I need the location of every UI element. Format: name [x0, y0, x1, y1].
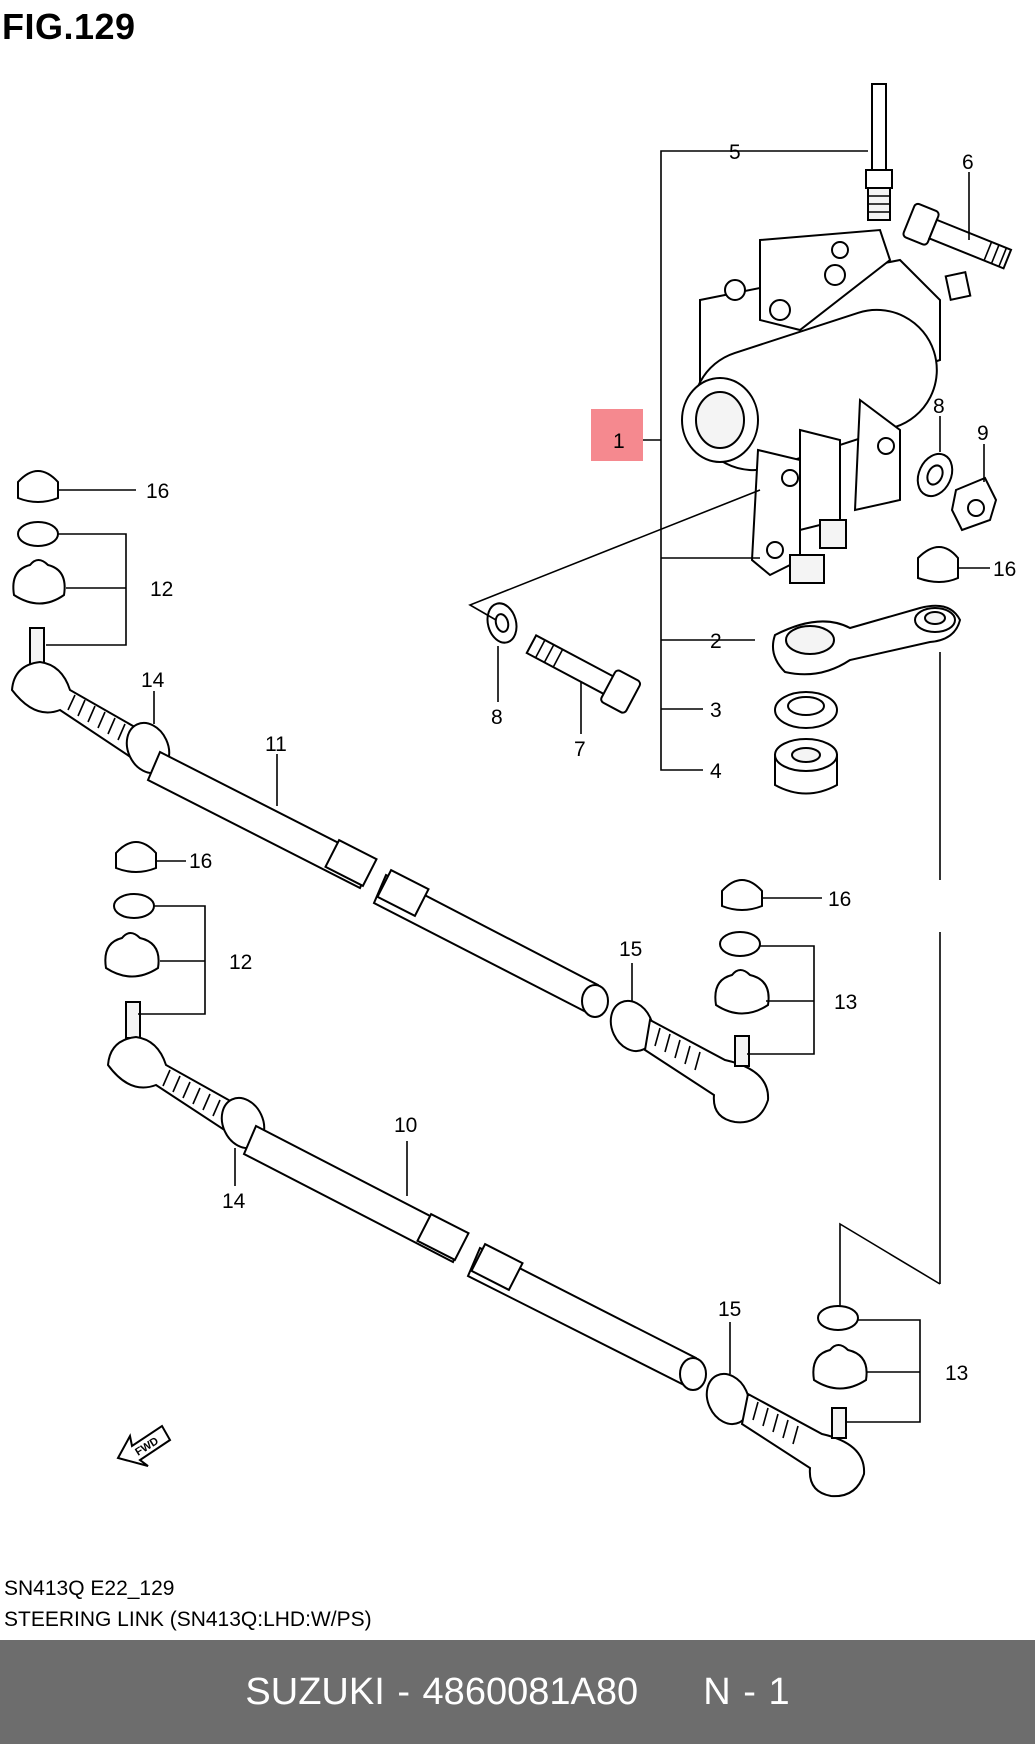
footer-separator: - [397, 1671, 410, 1713]
callout-11[interactable]: 11 [265, 733, 287, 756]
callout-13-upper[interactable]: 13 [834, 991, 857, 1014]
callout-15-lower[interactable]: 15 [718, 1298, 741, 1321]
figure-name: STEERING LINK (SN413Q:LHD:W/PS) [4, 1608, 372, 1631]
footer-quantity: N - 1 [703, 1671, 790, 1713]
tie-rod-end-lower-left [106, 1035, 236, 1135]
figure-code: SN413Q E22_129 [4, 1577, 175, 1600]
callout-12-upper[interactable]: 12 [150, 578, 173, 601]
footer-text: SUZUKI - 4860081A80 N - 1 [0, 1640, 1035, 1744]
washer-3 [774, 691, 838, 729]
highlight-part-1 [591, 409, 643, 461]
tie-rod-10 [242, 1124, 707, 1391]
cap-nut-16-upper-right [917, 546, 959, 583]
cap-nut-16-top-left [17, 470, 59, 503]
boot-13-upper [714, 969, 770, 1015]
callout-14-upper[interactable]: 14 [141, 669, 165, 692]
clip-12-lower [113, 893, 155, 919]
tie-rod-end-upper-left [10, 660, 142, 762]
callout-13-lower[interactable]: 13 [945, 1362, 968, 1385]
callout-16-mid-left[interactable]: 16 [189, 850, 212, 873]
callout-3[interactable]: 3 [710, 699, 722, 722]
callout-9[interactable]: 9 [977, 422, 989, 445]
callout-16-upper-right[interactable]: 16 [993, 558, 1016, 581]
tie-rod-11 [146, 750, 609, 1018]
lock-nut-15-upper [609, 999, 655, 1053]
callout-15-upper[interactable]: 15 [619, 938, 642, 961]
boot-13-lower [812, 1344, 868, 1390]
callout-16-top-left[interactable]: 16 [146, 480, 169, 503]
callout-6[interactable]: 6 [962, 151, 974, 174]
callout-16-mid-right[interactable]: 16 [828, 888, 851, 911]
lock-nut-15-lower [705, 1372, 751, 1426]
callout-2[interactable]: 2 [710, 630, 722, 653]
bolt-6 [902, 202, 1013, 270]
bolt-7 [525, 633, 642, 714]
tie-rod-end-upper-right [643, 1018, 770, 1124]
footer-brand: SUZUKI [245, 1671, 385, 1713]
clip-12-upper [17, 521, 59, 547]
clip-13-upper [719, 931, 761, 957]
callout-1[interactable]: 1 [613, 430, 625, 453]
parts-diagram: FWD [10, 83, 1016, 1498]
washer-8-left [486, 602, 518, 644]
figure-title: FIG.129 [2, 6, 136, 47]
footer-bar: SUZUKI - 4860081A80 N - 1 [0, 1640, 1035, 1744]
callout-7[interactable]: 7 [574, 738, 586, 761]
clip-13-lower [817, 1305, 859, 1331]
bolt-5 [865, 83, 893, 221]
leader-lines [46, 150, 990, 1423]
callout-8-right[interactable]: 8 [933, 395, 945, 418]
callout-10[interactable]: 10 [394, 1114, 417, 1137]
footer-part-number: 4860081A80 [422, 1671, 639, 1713]
callout-labels: 1 2 3 4 5 6 7 8 8 9 10 11 12 12 13 13 14… [141, 141, 1016, 1385]
callout-4[interactable]: 4 [710, 760, 722, 783]
tie-rod-end-lower-right [740, 1392, 866, 1498]
fwd-arrow-icon [116, 1424, 172, 1467]
cap-nut-16-mid-left [115, 841, 157, 873]
cap-nut-16-mid-right [721, 879, 763, 911]
boot-12-lower [104, 932, 160, 978]
boot-12-upper [12, 559, 66, 605]
nut-4 [774, 738, 838, 795]
callout-12-lower[interactable]: 12 [229, 951, 252, 974]
pitman-arm-2 [772, 604, 962, 676]
callout-14-lower[interactable]: 14 [222, 1190, 246, 1213]
nut-9 [950, 476, 998, 532]
steering-gear-box [681, 228, 972, 584]
callout-5[interactable]: 5 [729, 141, 741, 164]
callout-8-left[interactable]: 8 [491, 706, 503, 729]
